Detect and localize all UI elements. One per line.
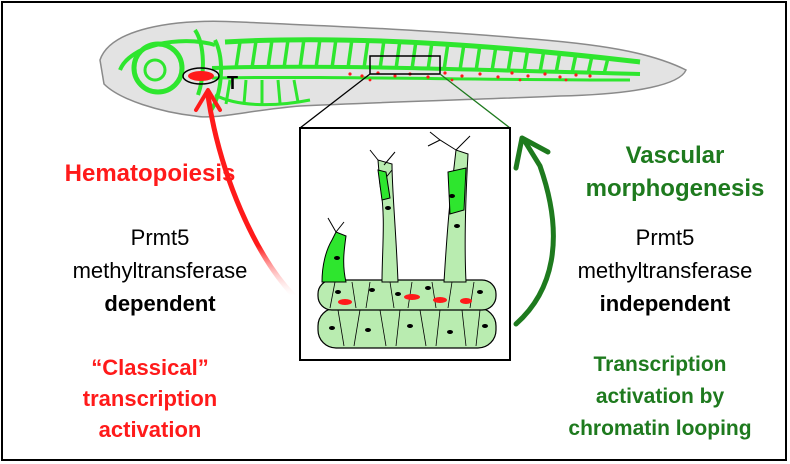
larva-region-label: T	[227, 73, 238, 93]
vascular-label-line1: Vascular	[625, 142, 725, 169]
intersegmental-vessels	[234, 38, 610, 75]
red-arrow	[205, 93, 297, 299]
zoom-connector-left	[299, 73, 371, 129]
red-arrowhead	[194, 88, 222, 112]
hematopoietic-site-outline	[182, 67, 220, 85]
right-mechanism-line3: chromatin looping	[568, 417, 752, 440]
right-enzyme-line1: Prmt5	[635, 225, 695, 250]
left-mechanism-line2: transcription	[82, 386, 218, 411]
vascular-label-line2: morphogenesis	[585, 175, 765, 202]
dependence-dependent: dependent	[104, 291, 216, 316]
left-enzyme-line2: methyltransferase	[72, 258, 248, 283]
right-mechanism-line1: Transcription	[593, 353, 727, 376]
dependence-independent: independent	[599, 291, 731, 316]
right-enzyme-line2: methyltransferase	[577, 258, 753, 283]
left-mechanism-line3: activation	[98, 417, 202, 442]
sprouting-vessels	[321, 131, 471, 283]
hematopoietic-site	[188, 71, 214, 81]
dorsal-vessel	[224, 37, 641, 65]
zoom-region-box	[369, 55, 441, 75]
green-arrow	[513, 137, 556, 327]
red-blood-cells	[348, 71, 592, 82]
hematopoiesis-label: Hematopoiesis	[64, 160, 236, 187]
right-mechanism-line2: activation by	[595, 385, 725, 408]
left-mechanism-line1: “Classical”	[91, 355, 209, 380]
zebrafish-larva	[99, 20, 687, 118]
left-enzyme-line1: Prmt5	[130, 225, 190, 250]
green-arrowhead	[513, 135, 551, 171]
inset-panel	[299, 127, 511, 361]
zoom-connector-right	[439, 73, 511, 129]
lower-vessel-tube	[317, 307, 497, 349]
